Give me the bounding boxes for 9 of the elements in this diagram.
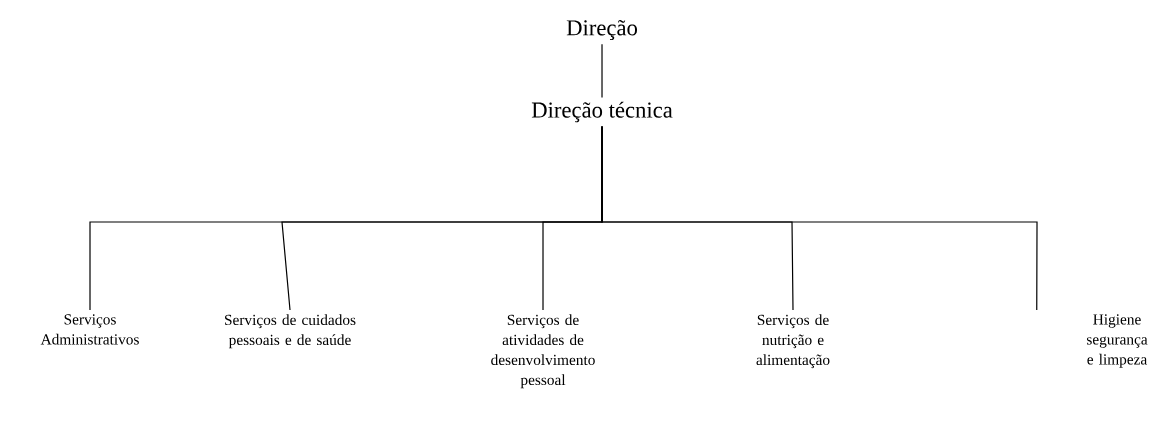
org-unit-label: Serviços de nutrição e alimentação — [756, 314, 830, 369]
connector-line — [601, 125, 1038, 311]
org-unit-label: Direção técnica — [531, 101, 673, 123]
org-unit-label: Serviços Administrativos — [40, 314, 139, 345]
org-unit-label: Direção — [566, 19, 638, 41]
connector-line — [601, 43, 603, 99]
org-unit-label: Serviços de cuidados pessoais e de saúde — [225, 314, 356, 349]
org-unit-label: Higiene segurança e limpeza — [1087, 314, 1148, 368]
org-unit-label: Serviços de atividades de desenvolvimento pessoal — [491, 314, 595, 389]
